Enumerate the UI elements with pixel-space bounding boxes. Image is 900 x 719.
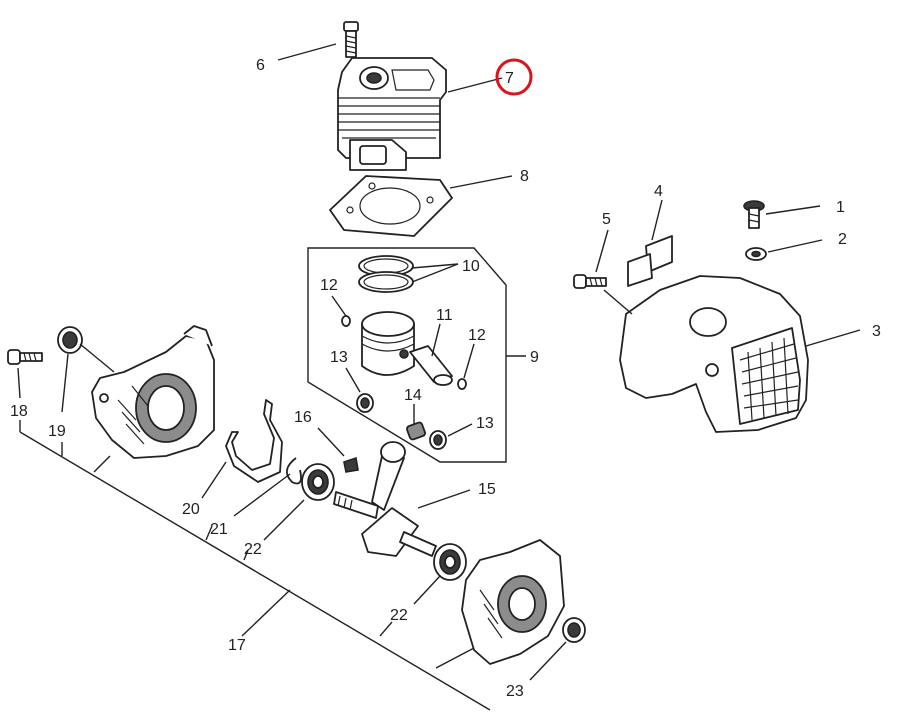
callout-6: 6 [256,57,265,74]
washer-part-2[interactable] [745,247,767,261]
cylinder-cover-part-3[interactable] [619,275,809,433]
callout-13-left: 13 [330,349,348,366]
callout-3: 3 [872,323,881,340]
callout-23: 23 [506,683,524,700]
bearing-part-13-left[interactable] [356,393,374,413]
piston-part-piston[interactable] [361,311,415,376]
callout-16: 16 [294,409,312,426]
gasket-part-8[interactable] [329,175,453,237]
bolt-part-18[interactable] [7,349,43,365]
callout-12-right: 12 [468,327,486,344]
piston-pin-part-11[interactable] [409,345,453,386]
callout-18: 18 [10,403,28,420]
callout-2: 2 [838,231,847,248]
callout-19: 19 [48,423,66,440]
bearing-part-13-right[interactable] [429,430,447,450]
callout-labels: 1 2 3 4 5 6 7 8 9 10 11 12 12 13 13 14 1… [10,57,881,700]
warning-label-part-4[interactable] [627,235,673,287]
callout-4: 4 [654,183,663,200]
seal-part-23[interactable] [562,617,586,643]
callout-1: 1 [836,199,845,216]
crankcase-half-left[interactable] [91,325,215,459]
callout-10: 10 [462,258,480,275]
bolt-part-5[interactable] [573,274,607,289]
highlight-circle [495,58,533,96]
crankcase-half-right[interactable] [461,539,565,665]
ball-bearing-part-22-right[interactable] [433,543,467,581]
callout-8: 8 [520,168,529,185]
snap-ring-part-21[interactable] [286,457,302,485]
callout-21: 21 [210,521,228,538]
needle-bearing-part-14[interactable] [406,421,426,441]
crankshaft-part-15[interactable] [333,441,437,557]
leader-lines [17,43,861,711]
callout-15: 15 [478,481,496,498]
circlip-part-12-right[interactable] [457,378,467,390]
crankcase-gasket-part-20[interactable] [225,399,283,483]
callout-14: 14 [404,387,422,404]
key-part-16[interactable] [343,456,359,473]
callout-12-left: 12 [320,277,338,294]
ball-bearing-part-22-left[interactable] [301,463,335,501]
callout-11: 11 [436,307,453,324]
callout-5: 5 [602,211,611,228]
callout-22-left: 22 [244,541,262,558]
circlip-part-12-left[interactable] [341,315,351,327]
callout-22-right: 22 [390,607,408,624]
seal-part-19[interactable] [57,326,83,354]
callout-13-right: 13 [476,415,494,432]
bolt-part-6[interactable] [343,21,359,58]
callout-20: 20 [182,501,200,518]
screw-part-1[interactable] [743,200,765,229]
callout-17: 17 [228,637,246,654]
callout-9: 9 [530,349,539,366]
piston-rings-part-10[interactable] [358,255,414,293]
callout-7[interactable]: 7 [505,70,514,87]
piston-kit-frame [307,247,507,463]
cylinder-part-7[interactable] [337,57,447,171]
